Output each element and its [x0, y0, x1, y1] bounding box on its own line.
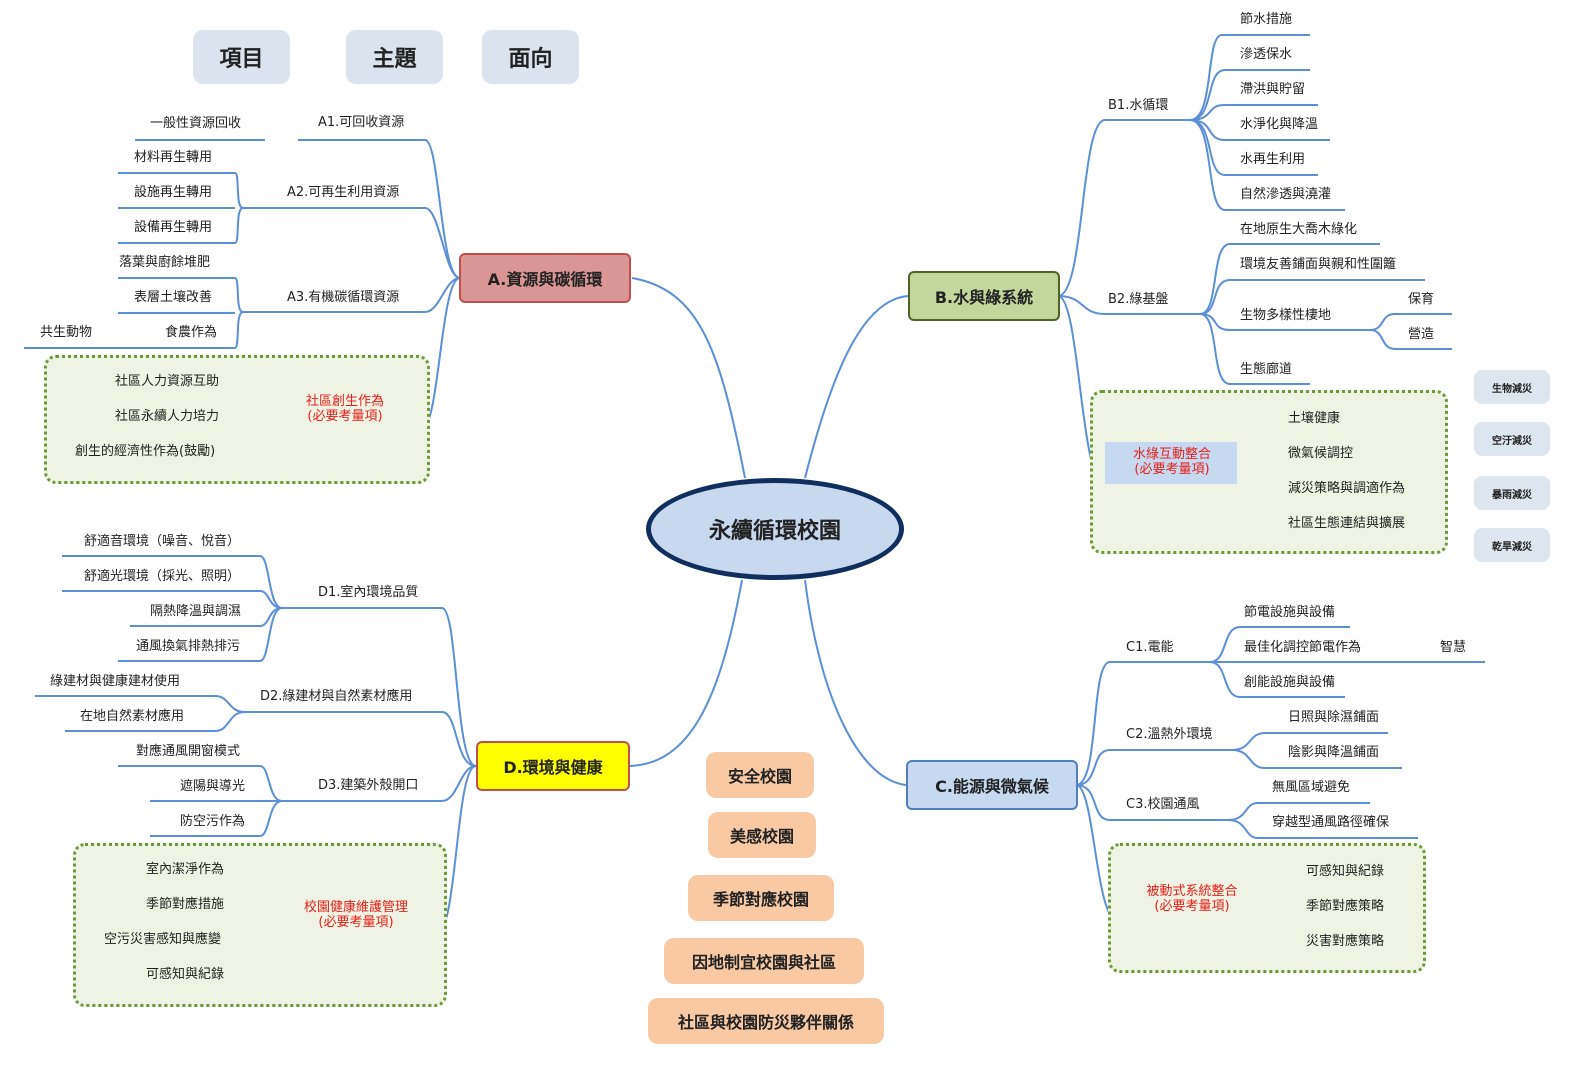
topic-b: B.水與綠系統: [908, 271, 1060, 321]
d3-item: 遮陽與導光: [180, 779, 246, 794]
b2-habitat-sub: 營造: [1408, 327, 1435, 342]
side-tag: 乾旱減災: [1474, 528, 1550, 562]
c-passive-label-2: (必要考量項): [1154, 899, 1230, 914]
a-community-label-2: (必要考量項): [307, 409, 383, 424]
b1-item: 水再生利用: [1240, 152, 1306, 167]
d2-label: D2.綠建材與自然素材應用: [260, 689, 413, 704]
b-integration-item: 土壤健康: [1288, 411, 1341, 426]
b1-item: 滲透保水: [1240, 47, 1293, 62]
a1-label: A1.可回收資源: [318, 115, 405, 130]
c3-item: 穿越型通風路徑確保: [1272, 815, 1390, 830]
d-health-label: 校園健康維護管理 (必要考量項): [286, 900, 426, 930]
d1-item: 通風換氣排熱排污: [136, 639, 241, 654]
a3-item: 食農作為: [165, 325, 218, 340]
a3-label: A3.有機碳循環資源: [287, 290, 400, 305]
b2-item: 生態廊道: [1240, 362, 1293, 377]
topic-c: C.能源與微氣候: [906, 760, 1078, 810]
a3-item: 落葉與廚餘堆肥: [119, 255, 211, 270]
side-tag: 空汙減災: [1474, 422, 1550, 456]
integration-highlight: [1105, 442, 1237, 484]
b1-label: B1.水循環: [1108, 98, 1169, 113]
a-community-label: 社區創生作為 (必要考量項): [285, 394, 405, 424]
group-community: [44, 355, 430, 484]
c2-item: 日照與除濕鋪面: [1288, 710, 1380, 725]
c2-label: C2.溫熱外環境: [1126, 727, 1213, 742]
d-health-item: 季節對應措施: [146, 897, 225, 912]
c3-item: 無風區域避免: [1272, 780, 1351, 795]
d-health-label-2: (必要考量項): [318, 915, 394, 930]
b-integration-label: 水綠互動整合 (必要考量項): [1108, 447, 1236, 477]
c-passive-label: 被動式系統整合 (必要考量項): [1128, 884, 1256, 914]
pill-safe-campus: 安全校園: [706, 752, 814, 798]
pill-aesthetic-campus: 美感校園: [708, 812, 816, 858]
a2-item: 材料再生轉用: [134, 150, 213, 165]
b2-label: B2.綠基盤: [1108, 292, 1169, 307]
b2-habitat-sub: 保育: [1408, 292, 1435, 307]
b-integration-item: 減災策略與調適作為: [1288, 481, 1406, 496]
b1-item: 節水措施: [1240, 12, 1293, 27]
header-aspect: 面向: [482, 30, 579, 84]
a-community-item: 社區人力資源互助: [115, 374, 220, 389]
topic-a: A.資源與碳循環: [459, 253, 631, 303]
side-tag: 暴雨減災: [1474, 476, 1550, 510]
pill-disaster-partnership: 社區與校園防災夥伴關係: [648, 998, 884, 1044]
c-passive-item: 可感知與紀錄: [1306, 864, 1385, 879]
c2-item: 陰影與降溫鋪面: [1288, 745, 1380, 760]
b-integration-item: 社區生態連結與擴展: [1288, 516, 1406, 531]
b-integration-label-2: (必要考量項): [1134, 462, 1210, 477]
c1-sub: 智慧: [1440, 640, 1467, 655]
a1-item: 一般性資源回收: [150, 116, 242, 131]
a2-item: 設施再生轉用: [134, 185, 213, 200]
d-health-item: 空污災害感知與應變: [104, 932, 222, 947]
d3-item: 對應通風開窗模式: [136, 744, 241, 759]
b2-item: 在地原生大喬木綠化: [1240, 222, 1358, 237]
b-integration-item: 微氣候調控: [1288, 446, 1354, 461]
d1-item: 舒適音環境（噪音、悅音）: [84, 534, 241, 549]
side-tag: 生物減災: [1474, 370, 1550, 404]
topic-d: D.環境與健康: [476, 741, 630, 791]
c-passive-label-1: 被動式系統整合: [1146, 884, 1238, 899]
b1-item: 水淨化與降溫: [1240, 117, 1319, 132]
a-community-item: 創生的經濟性作為(鼓勵): [75, 444, 216, 459]
d2-item: 在地自然素材應用: [80, 709, 185, 724]
c1-item: 節電設施與設備: [1244, 605, 1336, 620]
a2-label: A2.可再生利用資源: [287, 185, 400, 200]
d-health-item: 室內潔淨作為: [146, 862, 225, 877]
d-health-label-1: 校園健康維護管理: [303, 900, 408, 915]
pill-seasonal-campus: 季節對應校園: [688, 875, 834, 921]
c-passive-item: 季節對應策略: [1306, 899, 1385, 914]
c1-item: 最佳化調控節電作為: [1244, 640, 1362, 655]
b1-item: 自然滲透與澆灌: [1240, 187, 1332, 202]
header-item: 項目: [193, 30, 290, 84]
group-health: [73, 843, 447, 1007]
b-integration-label-1: 水綠互動整合: [1132, 447, 1211, 462]
d3-label: D3.建築外殼開口: [318, 778, 419, 793]
d1-item: 隔熱降溫與調濕: [150, 604, 242, 619]
center-node: 永續循環校園: [646, 478, 904, 580]
a3-sub: 共生動物: [40, 325, 93, 340]
b2-item: 環境友善鋪面與親和性圍籬: [1240, 257, 1397, 272]
d-health-item: 可感知與紀錄: [146, 967, 225, 982]
d1-item: 舒適光環境（採光、照明）: [84, 569, 241, 584]
a-community-label-1: 社區創生作為: [305, 394, 384, 409]
b1-item: 滯洪與貯留: [1240, 82, 1306, 97]
a2-item: 設備再生轉用: [134, 220, 213, 235]
b2-item: 生物多樣性棲地: [1240, 308, 1332, 323]
d2-item: 綠建材與健康建材使用: [50, 674, 181, 689]
c-passive-item: 災害對應策略: [1306, 934, 1385, 949]
c1-item: 創能設施與設備: [1244, 675, 1336, 690]
group-passive: [1108, 843, 1426, 973]
header-theme: 主題: [346, 30, 443, 84]
a3-item: 表層土壤改善: [134, 290, 213, 305]
pill-local-campus: 因地制宜校園與社區: [664, 938, 864, 984]
d1-label: D1.室內環境品質: [318, 585, 419, 600]
d3-item: 防空污作為: [180, 814, 246, 829]
c1-label: C1.電能: [1126, 640, 1174, 655]
a-community-item: 社區永續人力培力: [115, 409, 220, 424]
c3-label: C3.校園通風: [1126, 797, 1200, 812]
